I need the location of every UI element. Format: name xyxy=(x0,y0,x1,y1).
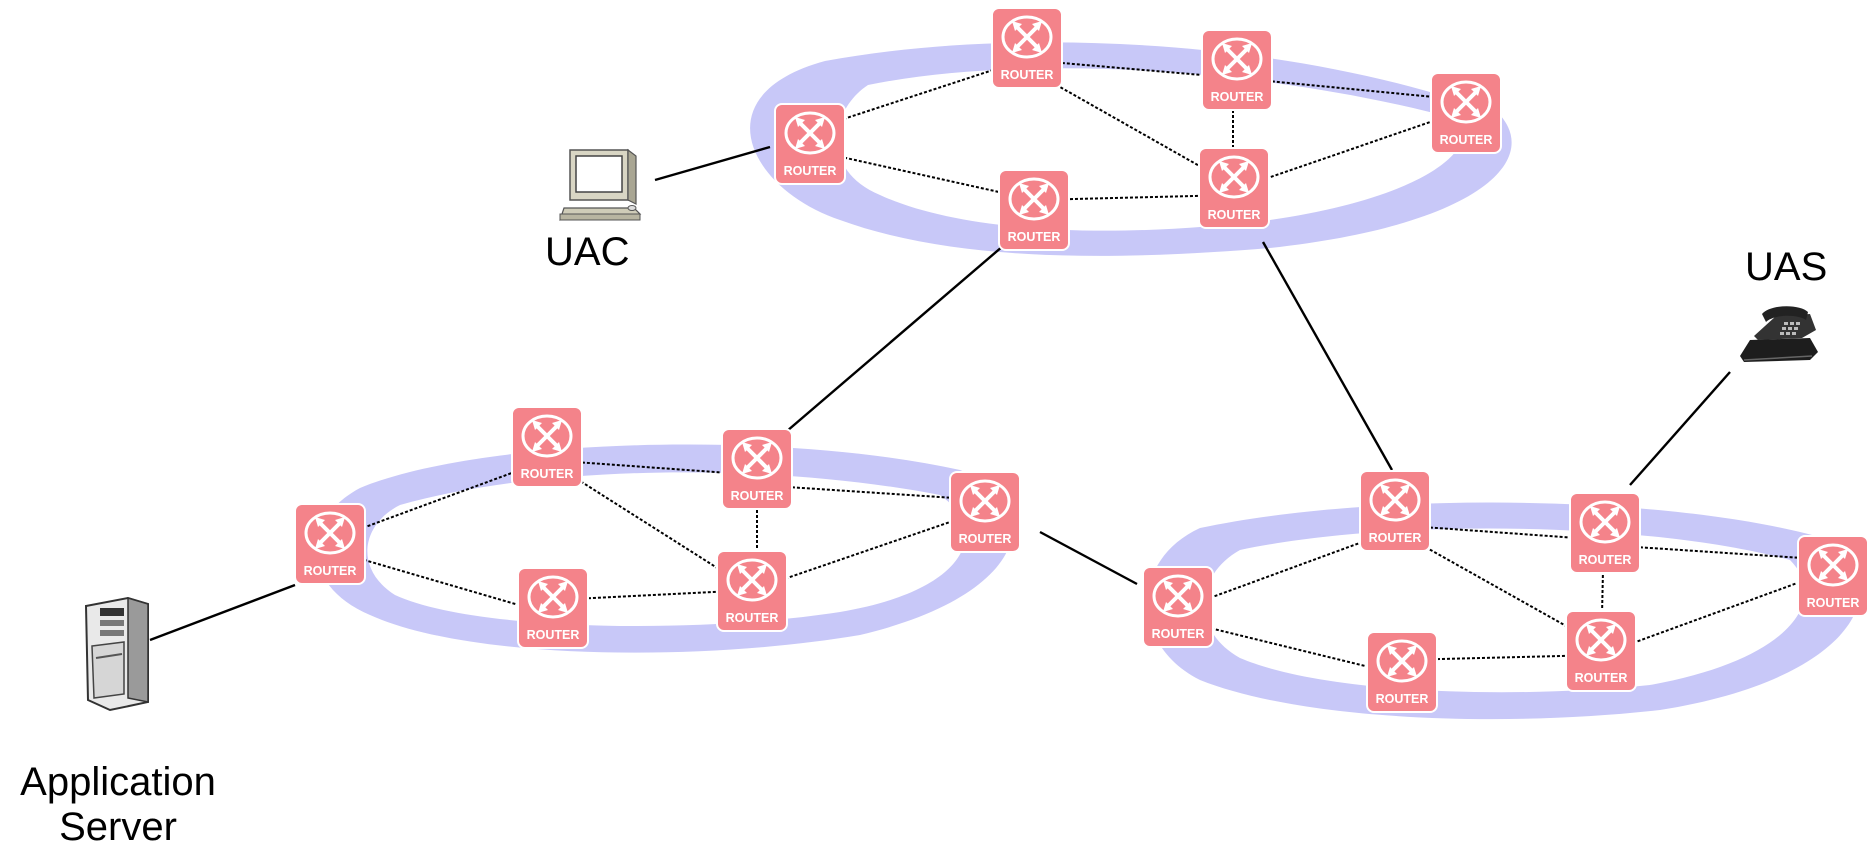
desktop-computer-icon xyxy=(559,148,642,221)
svg-text:ROUTER: ROUTER xyxy=(1001,68,1054,82)
router-icon: ROUTER xyxy=(715,549,789,633)
svg-text:ROUTER: ROUTER xyxy=(1208,208,1261,222)
link xyxy=(1176,619,1403,676)
svg-text:ROUTER: ROUTER xyxy=(521,467,574,481)
link xyxy=(1029,69,1234,186)
link xyxy=(1599,569,1834,656)
svg-text:ROUTER: ROUTER xyxy=(527,628,580,642)
router-icon: ROUTER xyxy=(773,102,847,186)
router-icon: ROUTER xyxy=(720,427,794,511)
router-layer: ROUTER ROUTER ROUTER ROUTER ROUTER ROUTE… xyxy=(293,6,1870,714)
svg-text:ROUTER: ROUTER xyxy=(731,489,784,503)
svg-text:ROUTER: ROUTER xyxy=(1211,90,1264,104)
router-icon: ROUTER xyxy=(1568,491,1642,575)
telephone-icon xyxy=(1740,306,1818,362)
link xyxy=(779,239,1011,438)
ring-bottom-right xyxy=(1147,502,1861,720)
router-icon: ROUTER xyxy=(1429,71,1503,155)
router-icon: ROUTER xyxy=(997,168,1071,252)
link xyxy=(1176,529,1396,611)
router-icon: ROUTER xyxy=(1197,146,1271,230)
link xyxy=(329,549,554,616)
link xyxy=(1601,569,1604,616)
link-layer xyxy=(149,59,1834,676)
svg-text:ROUTER: ROUTER xyxy=(1575,671,1628,685)
link xyxy=(756,484,986,501)
svg-text:ROUTER: ROUTER xyxy=(1579,553,1632,567)
router-icon: ROUTER xyxy=(948,470,1022,554)
svg-text:ROUTER: ROUTER xyxy=(304,564,357,578)
link xyxy=(329,459,548,541)
link xyxy=(1232,109,1466,191)
link xyxy=(654,145,771,182)
router-icon: ROUTER xyxy=(1358,469,1432,553)
uas-label: UAS xyxy=(1745,245,1827,289)
ring-layer xyxy=(316,42,1861,720)
svg-text:ROUTER: ROUTER xyxy=(726,611,779,625)
svg-text:ROUTER: ROUTER xyxy=(1807,596,1860,610)
router-icon: ROUTER xyxy=(1200,28,1274,112)
router-icon: ROUTER xyxy=(293,502,367,586)
link xyxy=(1261,241,1394,471)
ring-bottom-left xyxy=(316,444,1013,653)
svg-text:ROUTER: ROUTER xyxy=(1152,627,1205,641)
link xyxy=(1629,371,1731,486)
router-icon: ROUTER xyxy=(1141,565,1215,649)
ring-top xyxy=(750,42,1512,256)
link xyxy=(1236,77,1466,101)
link xyxy=(1604,544,1834,561)
server-tower-icon xyxy=(84,596,149,712)
svg-text:ROUTER: ROUTER xyxy=(1440,133,1493,147)
app-server-label-line1: Application xyxy=(20,760,216,804)
app-server-label-line2: Server xyxy=(59,805,177,848)
link xyxy=(751,509,986,591)
svg-text:ROUTER: ROUTER xyxy=(1376,692,1429,706)
link xyxy=(1039,530,1138,586)
svg-text:ROUTER: ROUTER xyxy=(959,532,1012,546)
uac-label: UAC xyxy=(545,230,629,274)
link xyxy=(149,583,296,642)
router-icon: ROUTER xyxy=(516,566,590,650)
router-icon: ROUTER xyxy=(510,405,584,489)
link xyxy=(809,149,1036,201)
router-icon: ROUTER xyxy=(990,6,1064,90)
svg-text:ROUTER: ROUTER xyxy=(1008,230,1061,244)
router-icon: ROUTER xyxy=(1564,609,1638,693)
router-icon: ROUTER xyxy=(1796,534,1870,618)
router-icon: ROUTER xyxy=(1365,630,1439,714)
svg-text:ROUTER: ROUTER xyxy=(784,164,837,178)
svg-text:ROUTER: ROUTER xyxy=(1369,531,1422,545)
